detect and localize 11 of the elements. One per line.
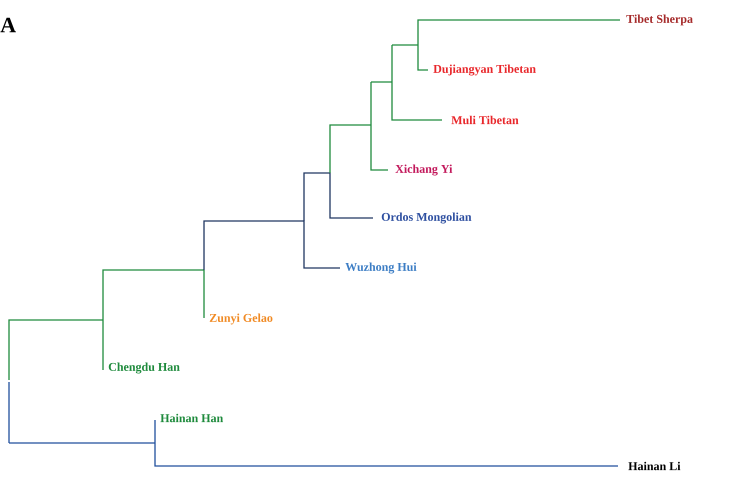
panel-letter: A — [0, 18, 16, 32]
leaf-label: Wuzhong Hui — [345, 262, 416, 274]
leaf-label: Ordos Mongolian — [382, 212, 472, 224]
leaf-label: Hainan Han — [160, 414, 224, 422]
leaf-label: Zunyi Gelao — [210, 314, 272, 324]
leaf-label: Hainan Li — [628, 462, 680, 470]
leaf-label: Xichang Yi — [395, 164, 452, 176]
leaf-label: Tibet Sherpa — [626, 14, 693, 26]
leaf-label: Chengdu Han — [108, 362, 180, 374]
leaf-label: Muli Tibetan — [451, 116, 518, 124]
leaf-label: Dujiangyan Tibetan — [433, 64, 536, 76]
